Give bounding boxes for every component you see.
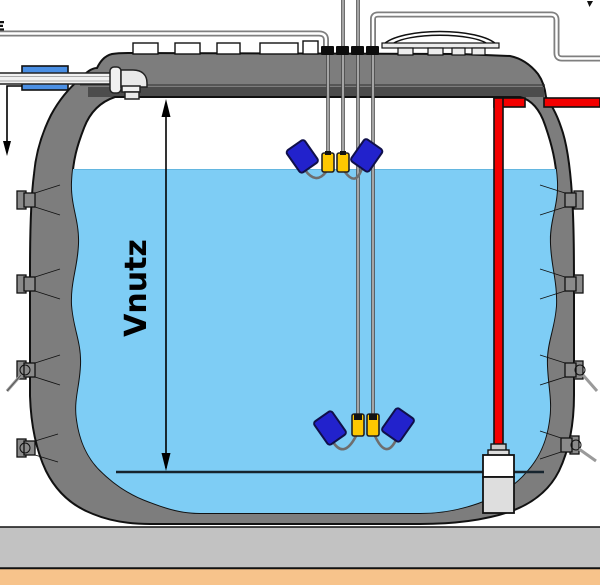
drain-arrow — [3, 85, 22, 156]
float-lower-right — [381, 407, 415, 443]
conduit-right — [370, 11, 600, 62]
cable-glands — [321, 46, 379, 55]
cable-weight — [336, 152, 350, 173]
deck-ribs — [132, 40, 319, 55]
vnutz-dimension: Vnutz — [119, 99, 171, 471]
cable-weight — [321, 152, 335, 173]
stored-water — [71, 169, 558, 513]
inlet-elbow — [120, 69, 148, 88]
cables-inside — [326, 55, 375, 414]
ground-layers — [0, 526, 600, 585]
elbow-flange — [121, 85, 141, 93]
gravel-bed — [0, 526, 600, 569]
cable-risers — [341, 0, 360, 47]
pipe-flange — [109, 66, 122, 94]
conduit-left — [0, 30, 329, 47]
float-upper-right — [350, 138, 384, 173]
float-lower-left — [313, 410, 347, 446]
anchor-lugs-right — [539, 184, 599, 463]
clipped-label-fragment — [0, 21, 4, 31]
anchor-lugs-left — [5, 184, 61, 463]
vnutz-label: Vnutz — [119, 239, 154, 337]
sand-layer — [0, 569, 600, 585]
deck-underside — [88, 87, 544, 97]
manhole-dome — [381, 30, 500, 56]
clipped-arrow-fragment — [587, 1, 593, 7]
float-switch-lower — [313, 407, 415, 451]
elbow-outlet — [124, 91, 140, 100]
suction-sensor — [482, 443, 515, 514]
float-switch-upper — [285, 138, 384, 180]
inlet-pipe — [0, 66, 148, 100]
float-upper-left — [285, 139, 319, 174]
